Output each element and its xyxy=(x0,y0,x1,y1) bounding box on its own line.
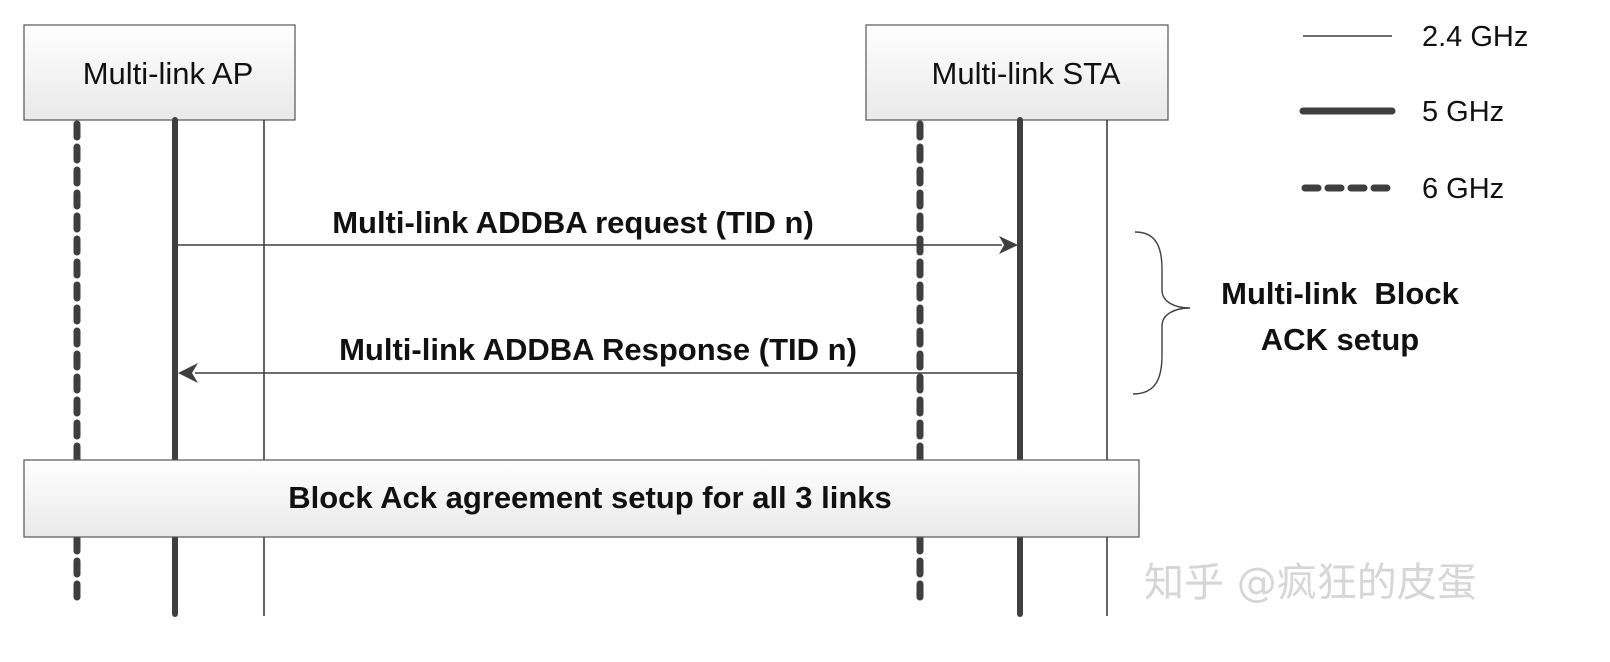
legend-label-6ghz: 6 GHz xyxy=(1422,173,1504,205)
legend: 2.4 GHz 5 GHz 6 GHz xyxy=(1299,21,1528,205)
participant-sta-box xyxy=(865,24,1169,121)
response-arrowhead xyxy=(178,363,198,383)
brace-label-line2: ACK setup xyxy=(1261,322,1419,357)
legend-label-5ghz: 5 GHz xyxy=(1422,96,1504,128)
legend-item-5ghz: 5 GHz xyxy=(1299,96,1504,128)
brace-label-line1: Multi-link Block xyxy=(1221,276,1459,311)
legend-item-2-4ghz: 2.4 GHz xyxy=(1303,21,1528,53)
agreement-box-rect xyxy=(23,459,1140,538)
participant-ap: Multi-link AP xyxy=(23,24,296,121)
request-message: Multi-link ADDBA request (TID n) xyxy=(178,205,1018,254)
response-label: Multi-link ADDBA Response (TID n) xyxy=(339,332,857,367)
response-message: Multi-link ADDBA Response (TID n) xyxy=(178,332,1017,383)
participant-ap-label: Multi-link AP xyxy=(83,56,254,91)
participant-sta-label: Multi-link STA xyxy=(932,56,1121,91)
agreement-box-label: Block Ack agreement setup for all 3 link… xyxy=(288,480,892,515)
participant-ap-box xyxy=(23,24,296,121)
watermark: 知乎 @疯狂的皮蛋 xyxy=(1144,560,1477,606)
request-label: Multi-link ADDBA request (TID n) xyxy=(332,205,814,240)
participant-sta: Multi-link STA xyxy=(865,24,1169,121)
ap-lifelines xyxy=(73,117,265,617)
legend-item-6ghz: 6 GHz xyxy=(1301,173,1504,205)
legend-label-2-4ghz: 2.4 GHz xyxy=(1422,21,1528,53)
agreement-box: Block Ack agreement setup for all 3 link… xyxy=(23,459,1140,538)
sta-lifelines xyxy=(916,117,1108,617)
request-arrowhead xyxy=(999,236,1018,254)
brace-label: Multi-link Block ACK setup xyxy=(1221,276,1459,357)
setup-brace xyxy=(1132,231,1191,395)
